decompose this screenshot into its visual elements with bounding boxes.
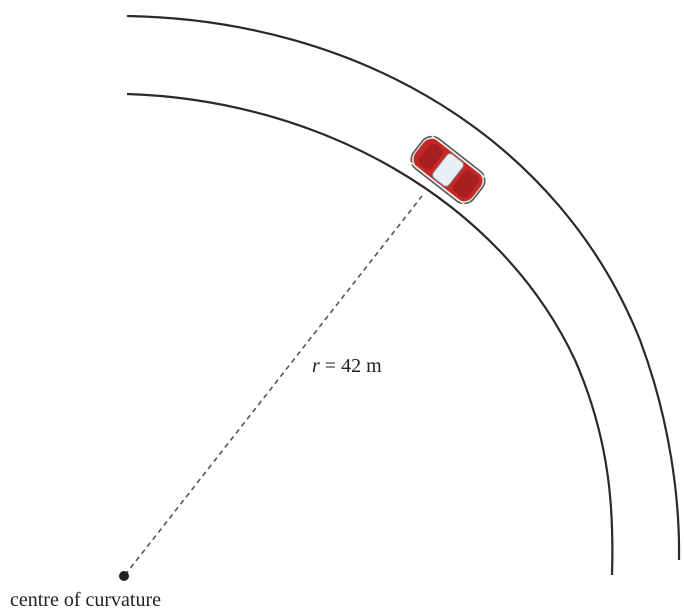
center-label: centre of curvature: [10, 589, 161, 611]
road-inner-edge: [126, 92, 614, 576]
radius-line: [124, 195, 423, 576]
radius-equals: =: [320, 355, 341, 377]
center-point-icon: [119, 571, 129, 581]
radius-symbol: r: [312, 355, 320, 377]
car-icon: [408, 133, 488, 207]
radius-label: r = 42 m: [312, 355, 382, 377]
radius-value: 42 m: [341, 355, 382, 377]
road-outer-edge: [126, 14, 681, 561]
